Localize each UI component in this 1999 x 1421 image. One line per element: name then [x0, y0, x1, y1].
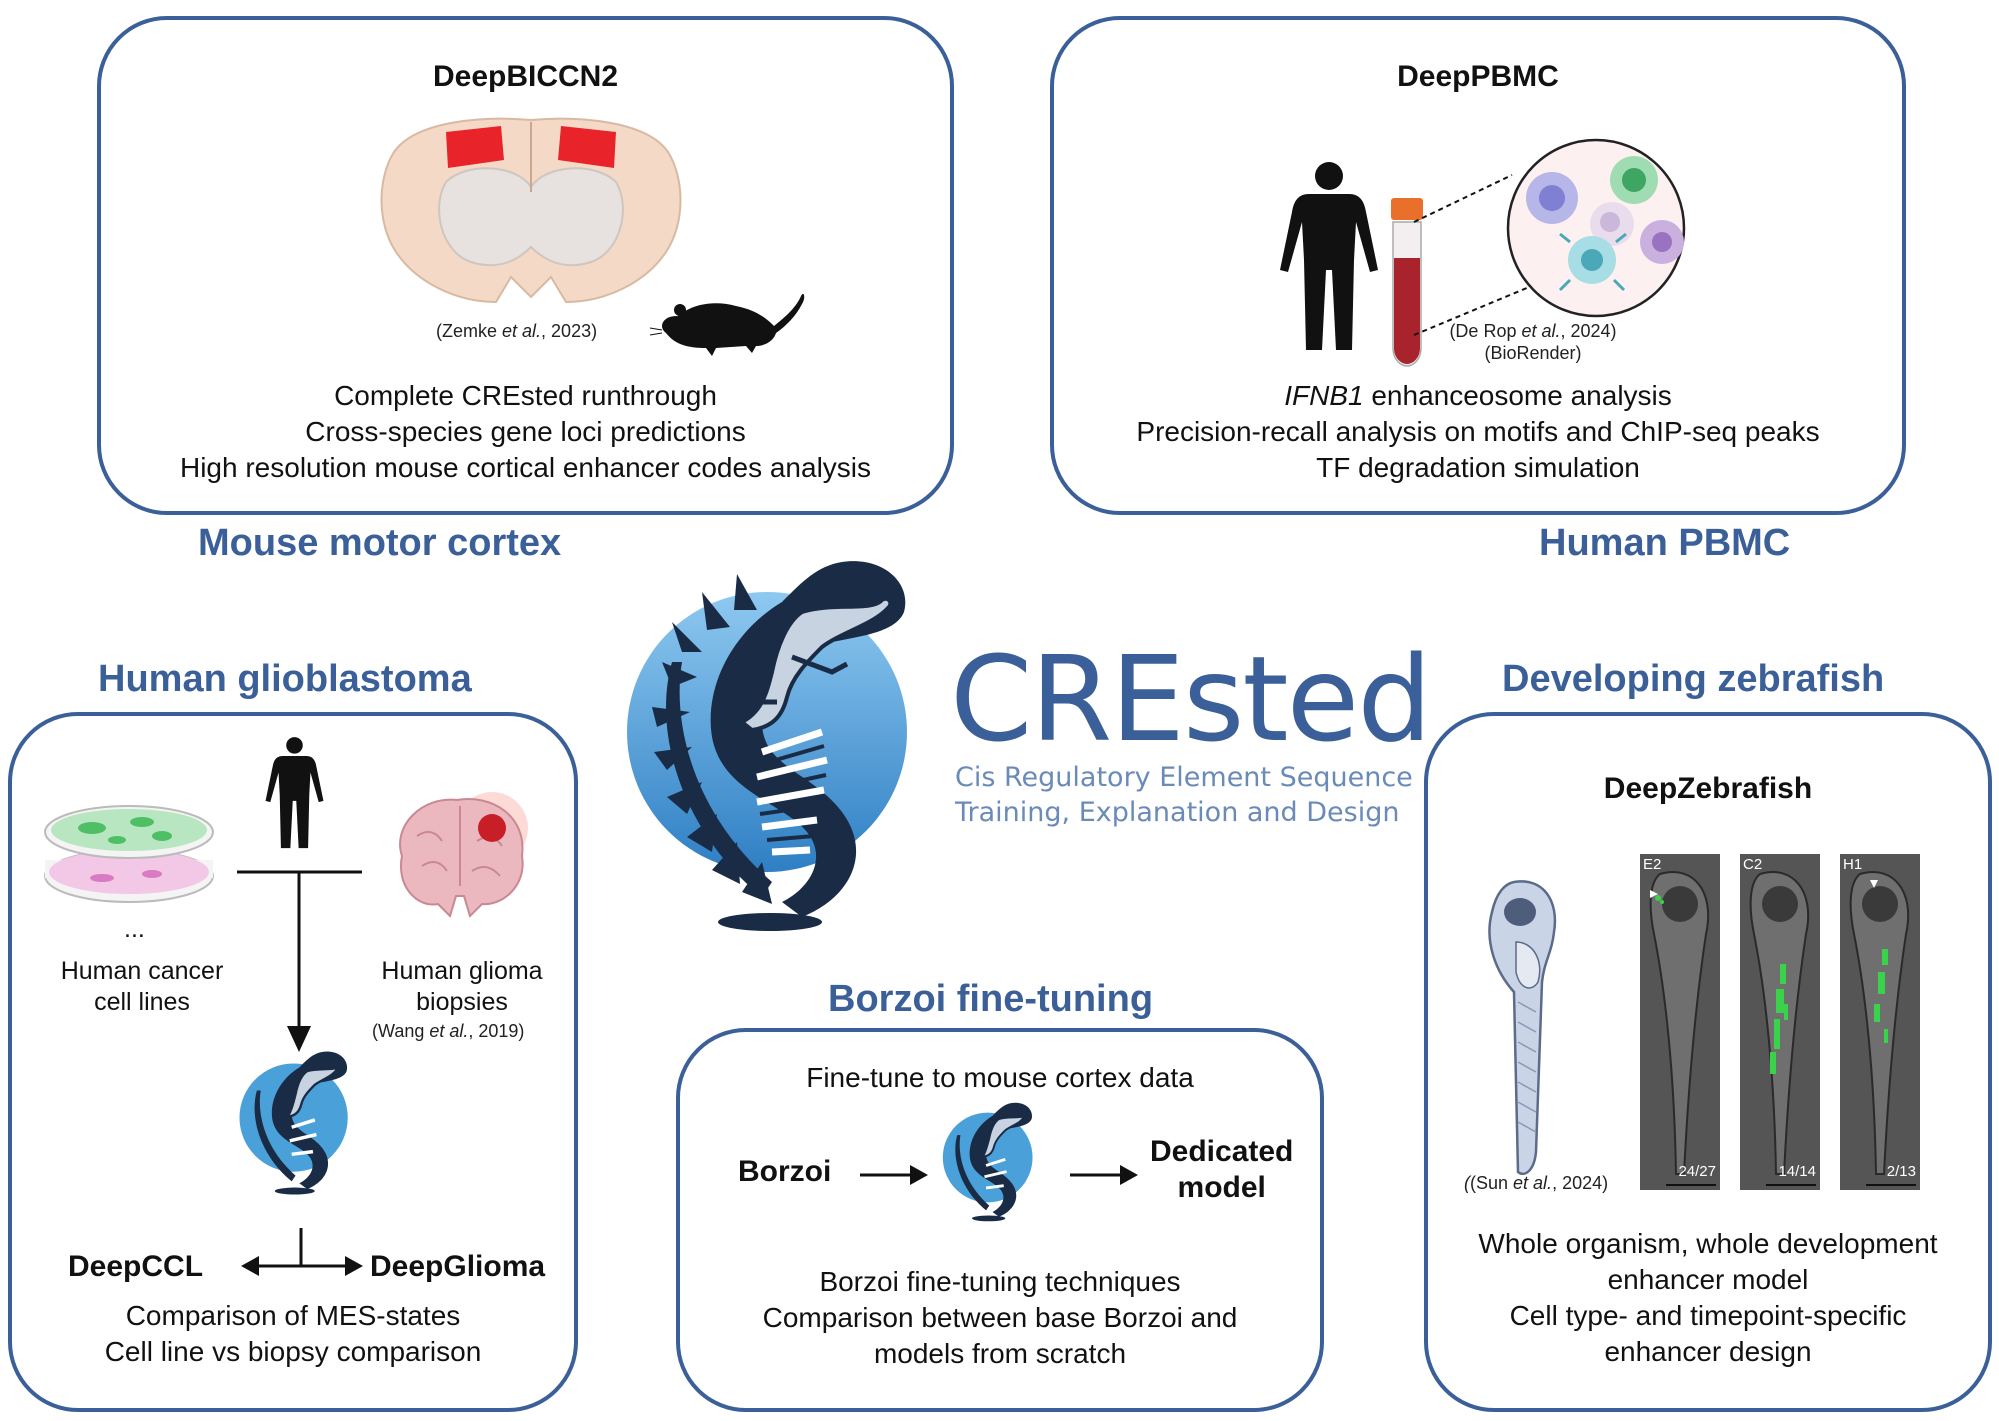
- model-deepccl: DeepCCL: [68, 1250, 204, 1283]
- brain-biopsy-icon: [399, 792, 528, 918]
- zebrafish-description: Whole organism, whole development enhanc…: [1428, 1226, 1988, 1370]
- description-line: models from scratch: [873, 1338, 1127, 1369]
- arrow-right-icon: [860, 1165, 928, 1185]
- section-title-human-glioblastoma: Human glioblastoma: [98, 658, 472, 700]
- description-line: Cell line vs biopsy comparison: [104, 1336, 482, 1367]
- human-silhouette-icon: [1280, 162, 1378, 350]
- scale-bar: [1766, 1184, 1816, 1186]
- section-title-mouse-motor-cortex: Mouse motor cortex: [198, 522, 562, 564]
- pbmc-cells-zoom-icon: [1413, 138, 1686, 336]
- description-line: Cross-species gene loci predictions: [305, 416, 746, 447]
- crested-logo-icon: [627, 561, 907, 931]
- logo-subtitle-1: Cis Regulatory Element Sequence: [955, 762, 1413, 793]
- logo-title: CREsted: [950, 630, 1432, 768]
- image-ratio: 24/27: [1678, 1163, 1716, 1180]
- description-line: enhancer model: [1607, 1264, 1809, 1295]
- description-line: TF degradation simulation: [1316, 452, 1640, 483]
- image-ratio: 2/13: [1886, 1163, 1916, 1180]
- mouse-silhouette-icon: [649, 293, 805, 356]
- model-deepglioma: DeepGlioma: [370, 1250, 546, 1283]
- section-title-developing-zebrafish: Developing zebrafish: [1502, 658, 1885, 700]
- section-title-borzoi-fine-tuning: Borzoi fine-tuning: [828, 978, 1154, 1020]
- microscopy-image: E2 24/27: [1640, 854, 1720, 1190]
- image-label: H1: [1843, 856, 1863, 873]
- petri-dish-icon: [44, 805, 214, 903]
- human-silhouette-icon: [265, 737, 324, 849]
- microscopy-image: H1 2/13: [1840, 854, 1920, 1190]
- description-line: Borzoi fine-tuning techniques: [819, 1266, 1181, 1297]
- crested-logo-small-icon: [239, 1051, 348, 1195]
- description-line: Whole organism, whole development: [1478, 1228, 1938, 1259]
- merge-arrow-icon: [237, 870, 362, 1052]
- description-line: Cell type- and timepoint-specific: [1509, 1300, 1907, 1331]
- panel-title: DeepBICCN2: [432, 60, 619, 93]
- citation-sun: ((Sun et al., 2024): [1464, 1173, 1609, 1193]
- description-line: enhancer design: [1604, 1336, 1812, 1367]
- description-line: Precision-recall analysis on motifs and …: [1136, 416, 1820, 447]
- pbmc-description: IFNB1 enhanceosome analysis Precision-re…: [1054, 378, 1902, 486]
- description-line: IFNB1 enhanceosome analysis: [1284, 380, 1672, 411]
- zebrafish-larva-icon: [1488, 880, 1557, 1176]
- borzoi-top-text: Fine-tune to mouse cortex data: [806, 1062, 1194, 1093]
- scale-bar: [1666, 1184, 1716, 1186]
- split-arrow-icon: [241, 1228, 363, 1276]
- description-line: Comparison between base Borzoi and: [762, 1302, 1238, 1333]
- panel-borzoi-fine-tuning: Fine-tune to mouse cortex data Borzoi De…: [676, 1028, 1324, 1412]
- description-line: Comparison of MES-states: [125, 1300, 461, 1331]
- logo-subtitle-2: Training, Explanation and Design: [955, 797, 1400, 828]
- glioblastoma-description: Comparison of MES-states Cell line vs bi…: [12, 1298, 574, 1370]
- borzoi-description: Borzoi fine-tuning techniques Comparison…: [680, 1264, 1320, 1372]
- mouse-brain-section-icon: [380, 117, 682, 304]
- citation-wang: (Wang et al., 2019): [372, 1021, 525, 1041]
- scale-bar: [1866, 1184, 1916, 1186]
- biccn-description: Complete CREsted runthrough Cross-specie…: [101, 378, 950, 486]
- citation-derop: (De Rop et al., 2024) (BioRender): [1449, 321, 1617, 363]
- panel-title: DeepPBMC: [1397, 60, 1559, 93]
- image-label: C2: [1743, 856, 1763, 873]
- description-line: High resolution mouse cortical enhancer …: [179, 452, 872, 483]
- microscopy-image: C2 14/14: [1740, 854, 1820, 1190]
- panel-deepbiccn2: DeepBICCN2 (Zemke et al., 2023) Complete…: [97, 16, 954, 515]
- crested-logo-small-icon: [942, 1102, 1033, 1222]
- ellipsis-text: ...: [124, 915, 145, 943]
- panel-title: DeepZebrafish: [1603, 772, 1813, 805]
- panel-deepzebrafish: DeepZebrafish ((Sun et al., 2024) E2 24/…: [1424, 712, 1992, 1412]
- description-line: Complete CREsted runthrough: [334, 380, 717, 411]
- blood-tube-icon: [1391, 198, 1423, 367]
- arrow-right-icon: [1070, 1165, 1138, 1185]
- image-ratio: 14/14: [1778, 1163, 1816, 1180]
- panel-deeppbmc: DeepPBMC (De Rop et al., 2024) (BioRende…: [1050, 16, 1906, 515]
- section-title-human-pbmc: Human PBMC: [1539, 522, 1791, 564]
- citation-zemke: (Zemke et al., 2023): [436, 321, 598, 341]
- image-label: E2: [1643, 856, 1662, 873]
- label-borzoi: Borzoi: [738, 1155, 832, 1188]
